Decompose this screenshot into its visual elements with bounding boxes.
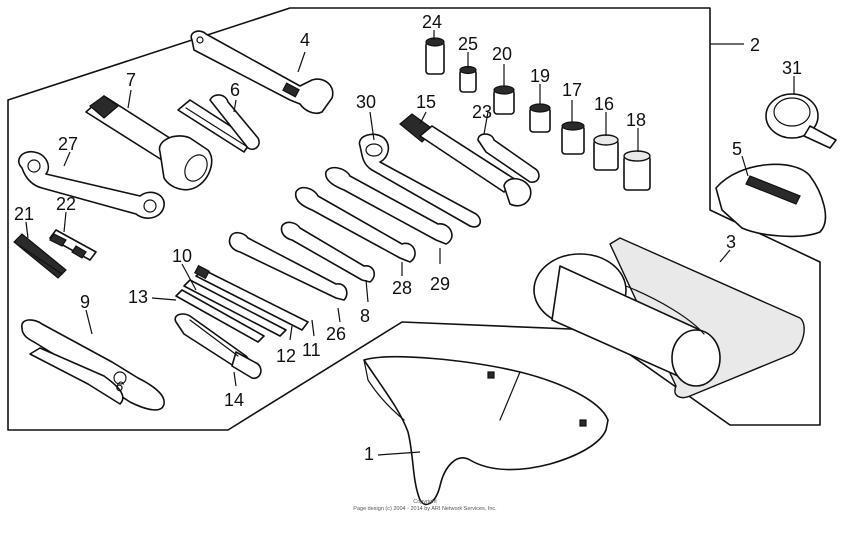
callout-13: 13 — [128, 287, 148, 307]
socket-20[interactable] — [493, 85, 515, 115]
callout-16: 16 — [594, 94, 614, 114]
callout-labels: 1 2 3 4 5 6 7 8 9 10 11 12 13 14 15 16 1… — [14, 12, 802, 464]
callout-11: 11 — [302, 340, 321, 360]
callout-31: 31 — [782, 58, 802, 78]
screwdriver-shaft-11[interactable] — [183, 279, 287, 337]
socket-24[interactable] — [425, 37, 445, 75]
leader-lines — [25, 30, 795, 456]
callout-7: 7 — [126, 70, 136, 90]
tire-gauge-31[interactable] — [765, 93, 837, 149]
callout-5: 5 — [732, 139, 742, 159]
socket-16[interactable] — [593, 134, 619, 171]
open-end-wrench-29[interactable] — [324, 166, 453, 245]
ratchet-handle-15[interactable] — [399, 113, 532, 207]
callout-18: 18 — [626, 110, 646, 130]
socket-19[interactable] — [529, 103, 551, 133]
copyright-line-1: Copyright — [413, 499, 437, 505]
callout-4: 4 — [300, 30, 310, 50]
open-end-wrench-26[interactable] — [228, 231, 348, 301]
callout-25: 25 — [458, 34, 478, 54]
callout-21: 21 — [14, 204, 34, 224]
socket-17[interactable] — [561, 121, 585, 155]
extension-23[interactable] — [477, 133, 540, 183]
extension-bar-21[interactable] — [13, 233, 67, 279]
frame-outline — [7, 7, 821, 431]
feeler-gauge[interactable] — [177, 94, 260, 153]
callout-3: 3 — [726, 232, 736, 252]
callout-6: 6 — [230, 80, 240, 100]
screwdriver-shaft-10[interactable] — [194, 264, 309, 331]
tool-bag-1[interactable] — [363, 356, 609, 506]
open-end-wrench-8[interactable] — [280, 221, 376, 283]
callout-9: 9 — [80, 292, 90, 312]
callout-8: 8 — [360, 306, 370, 326]
callout-15: 15 — [416, 92, 436, 112]
screwdriver-handle-14[interactable] — [174, 313, 262, 380]
callout-24: 24 — [422, 12, 442, 32]
tool-pouch-5[interactable] — [715, 163, 827, 238]
box-wrench-30[interactable] — [358, 133, 482, 228]
callout-17: 17 — [562, 80, 582, 100]
callout-28: 28 — [392, 278, 412, 298]
callout-30: 30 — [356, 92, 376, 112]
callout-20: 20 — [492, 44, 512, 64]
pliers[interactable]: 9 — [21, 319, 165, 411]
callout-14: 14 — [224, 390, 244, 410]
callout-1: 1 — [364, 444, 374, 464]
callout-12: 12 — [276, 346, 296, 366]
callout-2: 2 — [750, 35, 760, 55]
callout-22: 22 — [56, 194, 76, 214]
callout-10: 10 — [172, 246, 192, 266]
copyright-line-2: Page design (c) 2004 - 2014 by ARI Netwo… — [353, 506, 497, 512]
screwdriver-shaft-12[interactable] — [175, 289, 265, 343]
callout-29: 29 — [430, 274, 450, 294]
offset-box-wrench[interactable] — [18, 150, 165, 219]
callout-23: 23 — [472, 102, 492, 122]
extension-bar-22[interactable] — [49, 229, 97, 261]
callout-26: 26 — [326, 324, 346, 344]
tool-roll-3[interactable] — [533, 237, 805, 399]
callout-19: 19 — [530, 66, 550, 86]
adjustable-wrench[interactable] — [190, 30, 334, 115]
callout-27: 27 — [58, 134, 78, 154]
socket-25[interactable] — [459, 65, 477, 93]
box-wrench-tube[interactable] — [85, 95, 213, 191]
open-end-wrench-28[interactable] — [294, 186, 416, 263]
socket-18[interactable] — [623, 150, 651, 191]
